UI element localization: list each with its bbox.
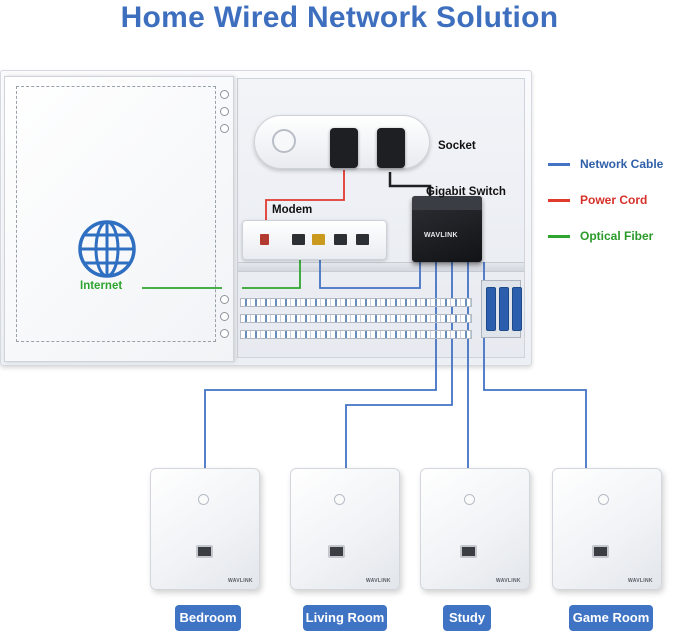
room-label-game-room: Game Room <box>569 605 653 631</box>
power-button-icon <box>272 129 296 153</box>
room-label-study: Study <box>443 605 491 631</box>
room-label-bedroom: Bedroom <box>175 605 241 631</box>
breaker-icon <box>499 287 509 331</box>
gigabit-switch-label: Gigabit Switch <box>426 186 506 198</box>
legend-swatch-fiber <box>548 235 570 238</box>
terminal-strip <box>240 314 472 323</box>
page-title: Home Wired Network Solution <box>120 1 559 34</box>
ethernet-port-icon <box>356 234 369 245</box>
plate-brand-logo: WAVLINK <box>628 578 653 584</box>
terminal-strip <box>240 298 472 307</box>
power-cord-switch <box>388 172 432 198</box>
ethernet-jack-icon <box>196 545 213 558</box>
wall-ethernet-plate <box>552 468 662 590</box>
modem-label: Modem <box>272 204 313 216</box>
plug-icon <box>377 128 405 168</box>
terminal-strip <box>240 330 472 339</box>
ethernet-jack-icon <box>460 545 477 558</box>
optical-fiber-cable <box>142 246 301 289</box>
ethernet-jack-icon <box>592 545 609 558</box>
legend-swatch-power <box>548 199 570 202</box>
wall-ethernet-plate <box>290 468 400 590</box>
ethernet-jack-icon <box>328 545 345 558</box>
status-led-icon <box>464 494 475 505</box>
internet-label: Internet <box>80 280 123 292</box>
ethernet-port-icon <box>312 234 325 245</box>
ethernet-port-icon <box>334 234 347 245</box>
room-label-living-room: Living Room <box>303 605 387 631</box>
plug-icon <box>330 128 358 168</box>
status-led-icon <box>598 494 609 505</box>
socket-label: Socket <box>438 140 476 152</box>
hinge-icon <box>220 295 229 304</box>
wall-ethernet-plate <box>150 468 260 590</box>
hinge-icon <box>220 329 229 338</box>
door-seam <box>16 86 216 342</box>
status-led-icon <box>334 494 345 505</box>
legend-swatch-network <box>548 163 570 166</box>
network-cable-bedroom <box>204 262 437 470</box>
legend-label-network-cable: Network Cable <box>580 157 664 171</box>
network-cable-modem-switch <box>319 246 421 289</box>
wall-ethernet-plate <box>420 468 530 590</box>
hinge-icon <box>220 124 229 133</box>
switch-top-panel <box>412 196 482 210</box>
switch-brand-logo: WAVLINK <box>424 232 458 239</box>
enclosure-door <box>4 76 234 362</box>
status-led-icon <box>198 494 209 505</box>
hinge-icon <box>220 107 229 116</box>
plate-brand-logo: WAVLINK <box>366 578 391 584</box>
legend-label-power-cord: Power Cord <box>580 193 648 207</box>
power-port-icon <box>260 234 269 245</box>
enclosure-shelf <box>238 262 524 272</box>
breaker-icon <box>512 287 522 331</box>
hinge-icon <box>220 312 229 321</box>
plate-brand-logo: WAVLINK <box>496 578 521 584</box>
ethernet-port-icon <box>292 234 305 245</box>
plate-brand-logo: WAVLINK <box>228 578 253 584</box>
power-cord-modem <box>265 170 345 238</box>
legend-label-optical-fiber: Optical Fiber <box>580 229 654 243</box>
globe-icon <box>78 220 136 278</box>
breaker-icon <box>486 287 496 331</box>
hinge-icon <box>220 90 229 99</box>
